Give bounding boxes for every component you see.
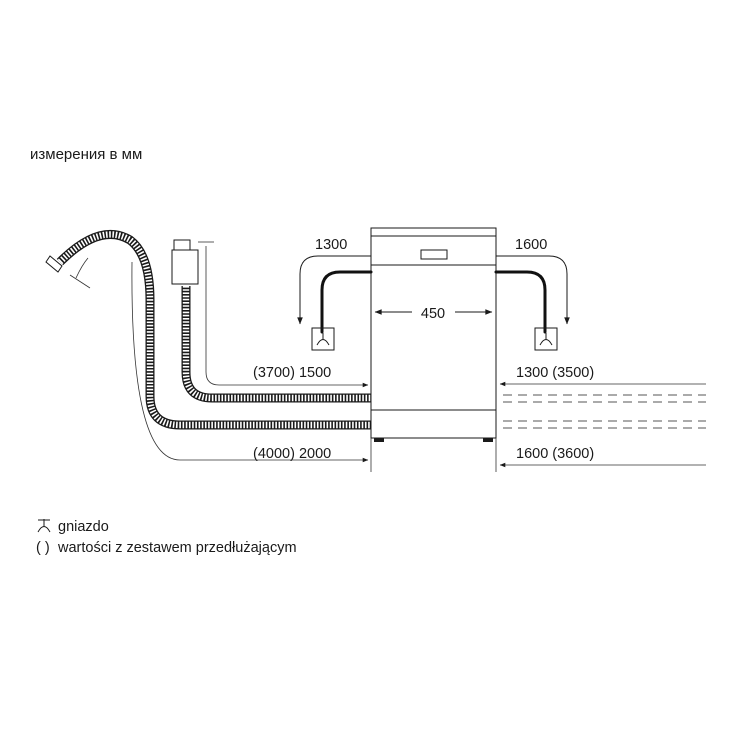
left-cable-label: 1300 [315, 237, 347, 253]
drain-hose-icon [45, 229, 371, 463]
right-power-cable: 1600 [494, 237, 570, 334]
legend: gniazdo ( ) wartości z zestawem przedłuż… [36, 519, 297, 556]
right-cable-label: 1600 [515, 237, 547, 253]
width-label: 450 [421, 306, 445, 322]
dishwasher-front-icon [370, 227, 497, 442]
diagram-title: измерения в мм [30, 146, 142, 163]
socket-icon [534, 327, 558, 351]
left-inlet-label: (3700) 1500 [253, 365, 331, 381]
width-dimension: 450 [374, 306, 493, 322]
right-inlet-label: 1300 (3500) [516, 365, 594, 381]
right-hose-lines [499, 381, 706, 468]
legend-socket: gniazdo [58, 519, 109, 535]
legend-bracket-text: wartości z zestawem przedłużającym [57, 540, 297, 556]
legend-bracket-symbol: ( ) [36, 540, 50, 556]
water-inlet-hose-icon [171, 239, 371, 403]
socket-icon [311, 327, 335, 351]
socket-icon [37, 519, 51, 533]
right-drain-label: 1600 (3600) [516, 446, 594, 462]
left-power-cable: 1300 [297, 237, 373, 334]
left-drain-label: (4000) 2000 [253, 446, 331, 462]
